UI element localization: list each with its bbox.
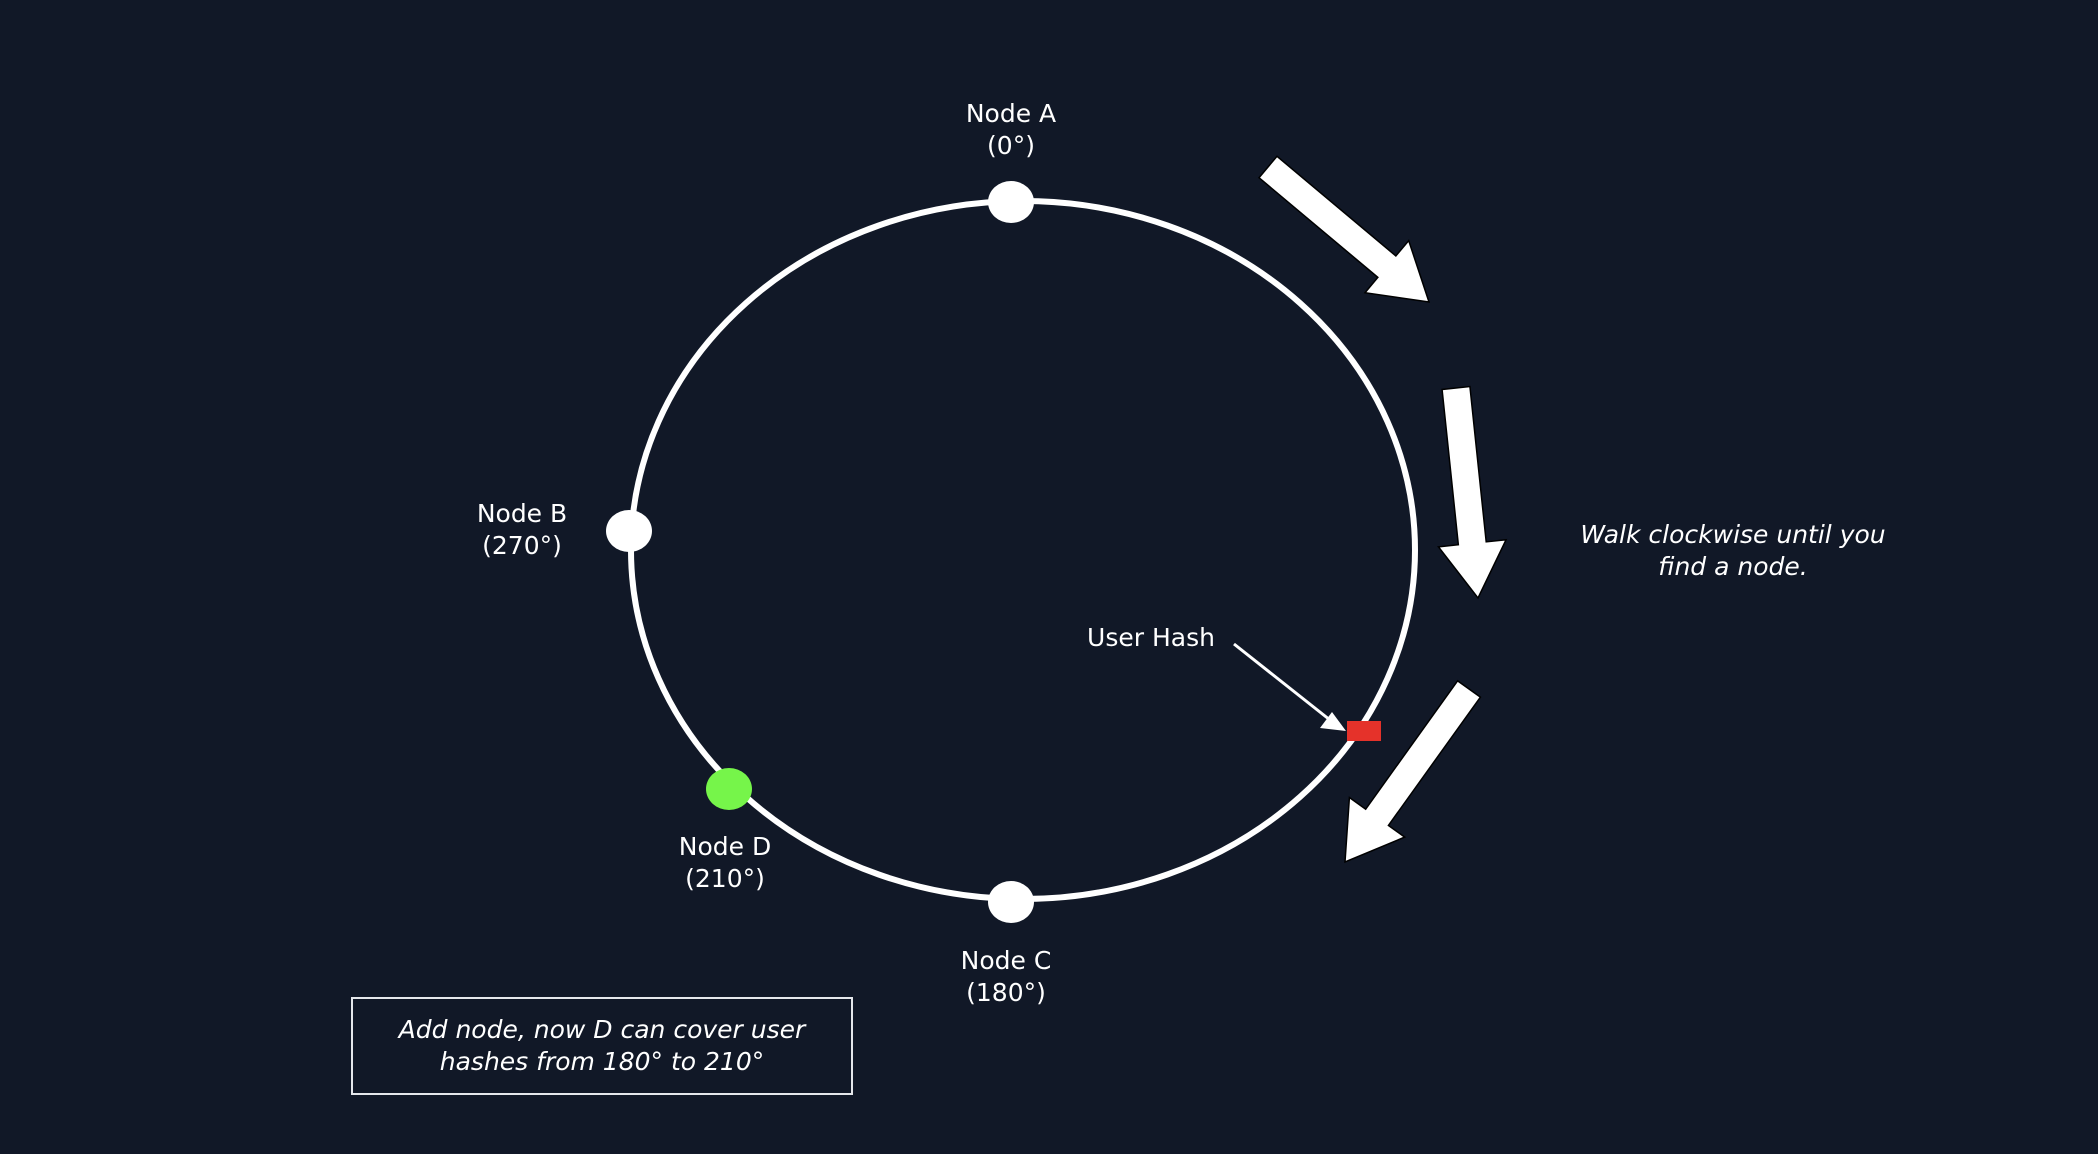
clockwise-arrow-3 (1344, 679, 1482, 864)
node-a-dot (988, 181, 1034, 223)
node-a-label: Node A(0°) (965, 99, 1057, 160)
user-hash-marker (1347, 721, 1381, 741)
clockwise-arrow-2 (1437, 385, 1508, 600)
node-b-label: Node B(270°) (476, 499, 568, 560)
node-d-label: Node D(210°) (678, 832, 772, 893)
node-c-dot (988, 881, 1034, 923)
node-d-dot (706, 768, 752, 810)
node-c-label: Node C(180°) (960, 946, 1052, 1007)
user-hash-pointer-head (1320, 712, 1346, 731)
node-b-dot (606, 510, 652, 552)
clockwise-arrow-1 (1257, 155, 1431, 303)
user-hash-label: User Hash (1087, 623, 1215, 652)
user-hash-pointer-line (1233, 642, 1331, 722)
